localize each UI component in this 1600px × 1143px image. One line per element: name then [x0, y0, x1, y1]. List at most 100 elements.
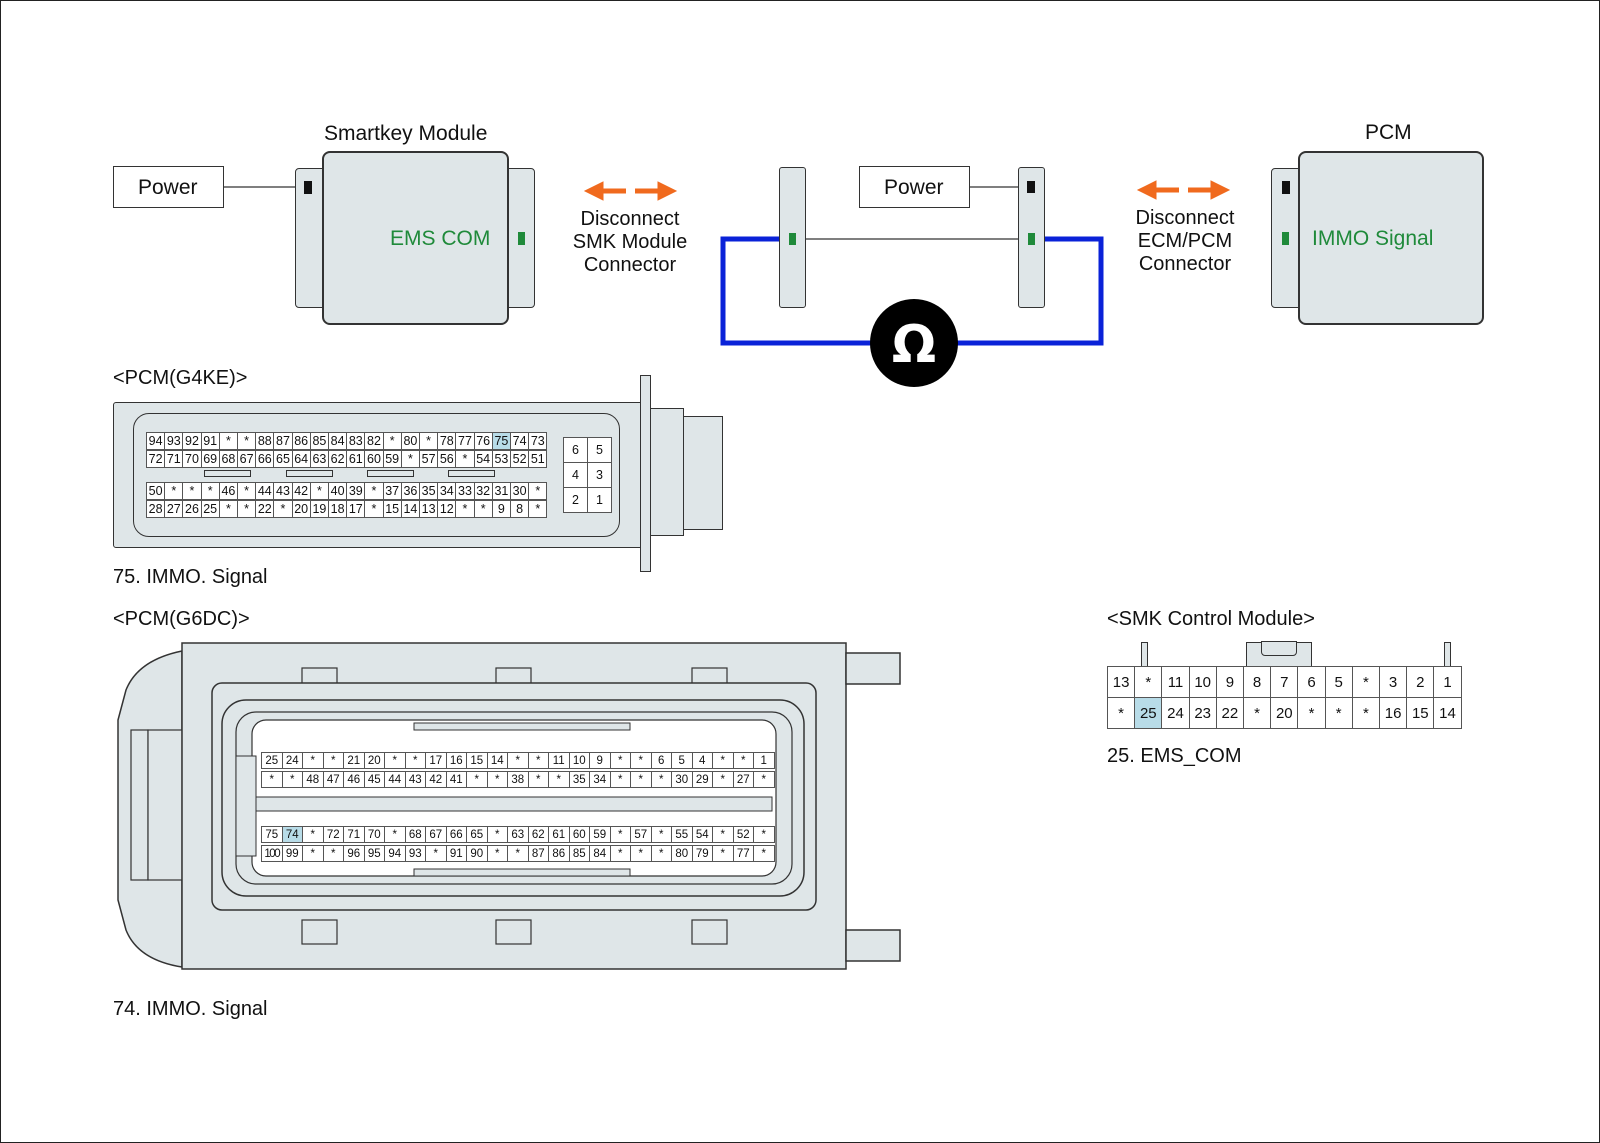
pin-cell: * [486, 826, 508, 843]
pin-cell: 51 [528, 450, 548, 468]
pin-cell: * [218, 432, 238, 450]
pin-cell: 41 [445, 771, 467, 788]
pin-cell: * [528, 500, 548, 518]
pin-cell: 43 [404, 771, 426, 788]
pin-cell: 99 [281, 845, 303, 862]
disconnect-smk-line-3: Connector [583, 254, 677, 276]
pin-cell: * [1351, 666, 1380, 698]
pin-cell: 67 [237, 450, 257, 468]
pin-cell: 10 [1188, 666, 1217, 698]
pin-cell: * [527, 752, 549, 769]
pin-cell: 17 [425, 752, 447, 769]
pin-cell: 93 [404, 845, 426, 862]
pin-cell: * [1324, 697, 1353, 729]
pin-cell: * [712, 771, 734, 788]
pin-cell: 1 [587, 487, 612, 513]
pin-cell: 60 [568, 826, 590, 843]
pin-cell: 14 [400, 500, 420, 518]
pin-cell: * [1297, 697, 1326, 729]
pcm-g4ke-title: <PCM(G4KE)> [113, 367, 248, 389]
pin-cell: * [609, 771, 631, 788]
pin-cell: 8 [1243, 666, 1272, 698]
pin-cell: 14 [486, 752, 508, 769]
pin-cell: * [650, 771, 672, 788]
pin-cell: 70 [363, 826, 385, 843]
pin-cell: 42 [425, 771, 447, 788]
pin-cell: * [630, 845, 652, 862]
pin-cell: * [650, 845, 672, 862]
pin-cell: 46 [218, 482, 238, 500]
pin-cell: 30 [510, 482, 530, 500]
pin-cell: 23 [1188, 697, 1217, 729]
pin-cell: * [732, 752, 754, 769]
pin-cell: 85 [568, 845, 590, 862]
disconnect-arrow-smk [583, 181, 678, 201]
power-box-right: Power [859, 166, 970, 208]
smartkey-module-title: Smartkey Module [324, 122, 488, 145]
pin-cell: 1 [1433, 666, 1462, 698]
pin-cell: 77 [455, 432, 475, 450]
pin-cell: * [548, 771, 570, 788]
pin-cell: 74 [281, 826, 303, 843]
pin-cell: 21 [343, 752, 365, 769]
smk-conn-key-notch [1261, 641, 1297, 656]
pin-cell: * [384, 826, 406, 843]
pin-cell: 2 [563, 487, 588, 513]
test-power-pin-pcm-side [1027, 181, 1035, 193]
smk-module-title: <SMK Control Module> [1107, 608, 1315, 630]
pin-cell: 80 [671, 845, 693, 862]
pin-cell: 46 [343, 771, 365, 788]
pin-cell: * [384, 752, 406, 769]
pin-cell: 34 [437, 482, 457, 500]
pin-cell: 14 [1433, 697, 1462, 729]
pin-cell: 94 [146, 432, 166, 450]
pin-cell: 9 [1215, 666, 1244, 698]
pin-cell: 73 [528, 432, 548, 450]
pin-cell: 25 [1134, 697, 1163, 729]
test-pin-pcm-side [1028, 233, 1035, 245]
pin-cell: * [364, 482, 384, 500]
pin-cell: 59 [589, 826, 611, 843]
disconnect-smk-text: Disconnect SMK Module Connector [573, 208, 688, 277]
pin-cell: 77 [732, 845, 754, 862]
pcm-g6dc-caption: 74. IMMO. Signal [113, 998, 268, 1020]
pin-cell: 90 [466, 845, 488, 862]
pin-cell: 42 [291, 482, 311, 500]
pin-cell: 5 [671, 752, 693, 769]
smk-power-pin [304, 181, 312, 194]
pin-cell: * [322, 845, 344, 862]
smk-conn-key [1246, 641, 1312, 667]
pin-cell: 6 [563, 437, 588, 463]
pin-cell: 72 [322, 826, 344, 843]
pin-cell: 24 [281, 752, 303, 769]
pin-cell: * [302, 845, 324, 862]
power-label-right: Power [884, 176, 944, 199]
pin-cell: * [609, 752, 631, 769]
pin-cell: 27 [732, 771, 754, 788]
pin-cell: 84 [589, 845, 611, 862]
pin-cell: 50 [146, 482, 166, 500]
disconnect-ecm-text: Disconnect ECM/PCM Connector [1125, 207, 1245, 276]
pin-cell: 25 [261, 752, 283, 769]
pin-cell: 9 [589, 752, 611, 769]
pin-cell: * [753, 826, 775, 843]
pin-cell: * [1107, 697, 1136, 729]
pin-separator-tab [286, 470, 333, 477]
pin-cell: * [609, 826, 631, 843]
pin-cell: 64 [291, 450, 311, 468]
pin-cell: * [404, 752, 426, 769]
pin-cell: 65 [466, 826, 488, 843]
disconnect-arrow-ecm [1136, 180, 1231, 200]
pin-cell: * [712, 752, 734, 769]
pin-cell: 57 [419, 450, 439, 468]
pin-cell: * [630, 771, 652, 788]
pin-cell: 11 [1161, 666, 1190, 698]
pcm-power-pin [1282, 181, 1290, 194]
pin-cell: 11 [548, 752, 570, 769]
pin-cell: 88 [255, 432, 275, 450]
pin-cell: 27 [164, 500, 184, 518]
pin-cell: 38 [507, 771, 529, 788]
pin-cell: 83 [346, 432, 366, 450]
